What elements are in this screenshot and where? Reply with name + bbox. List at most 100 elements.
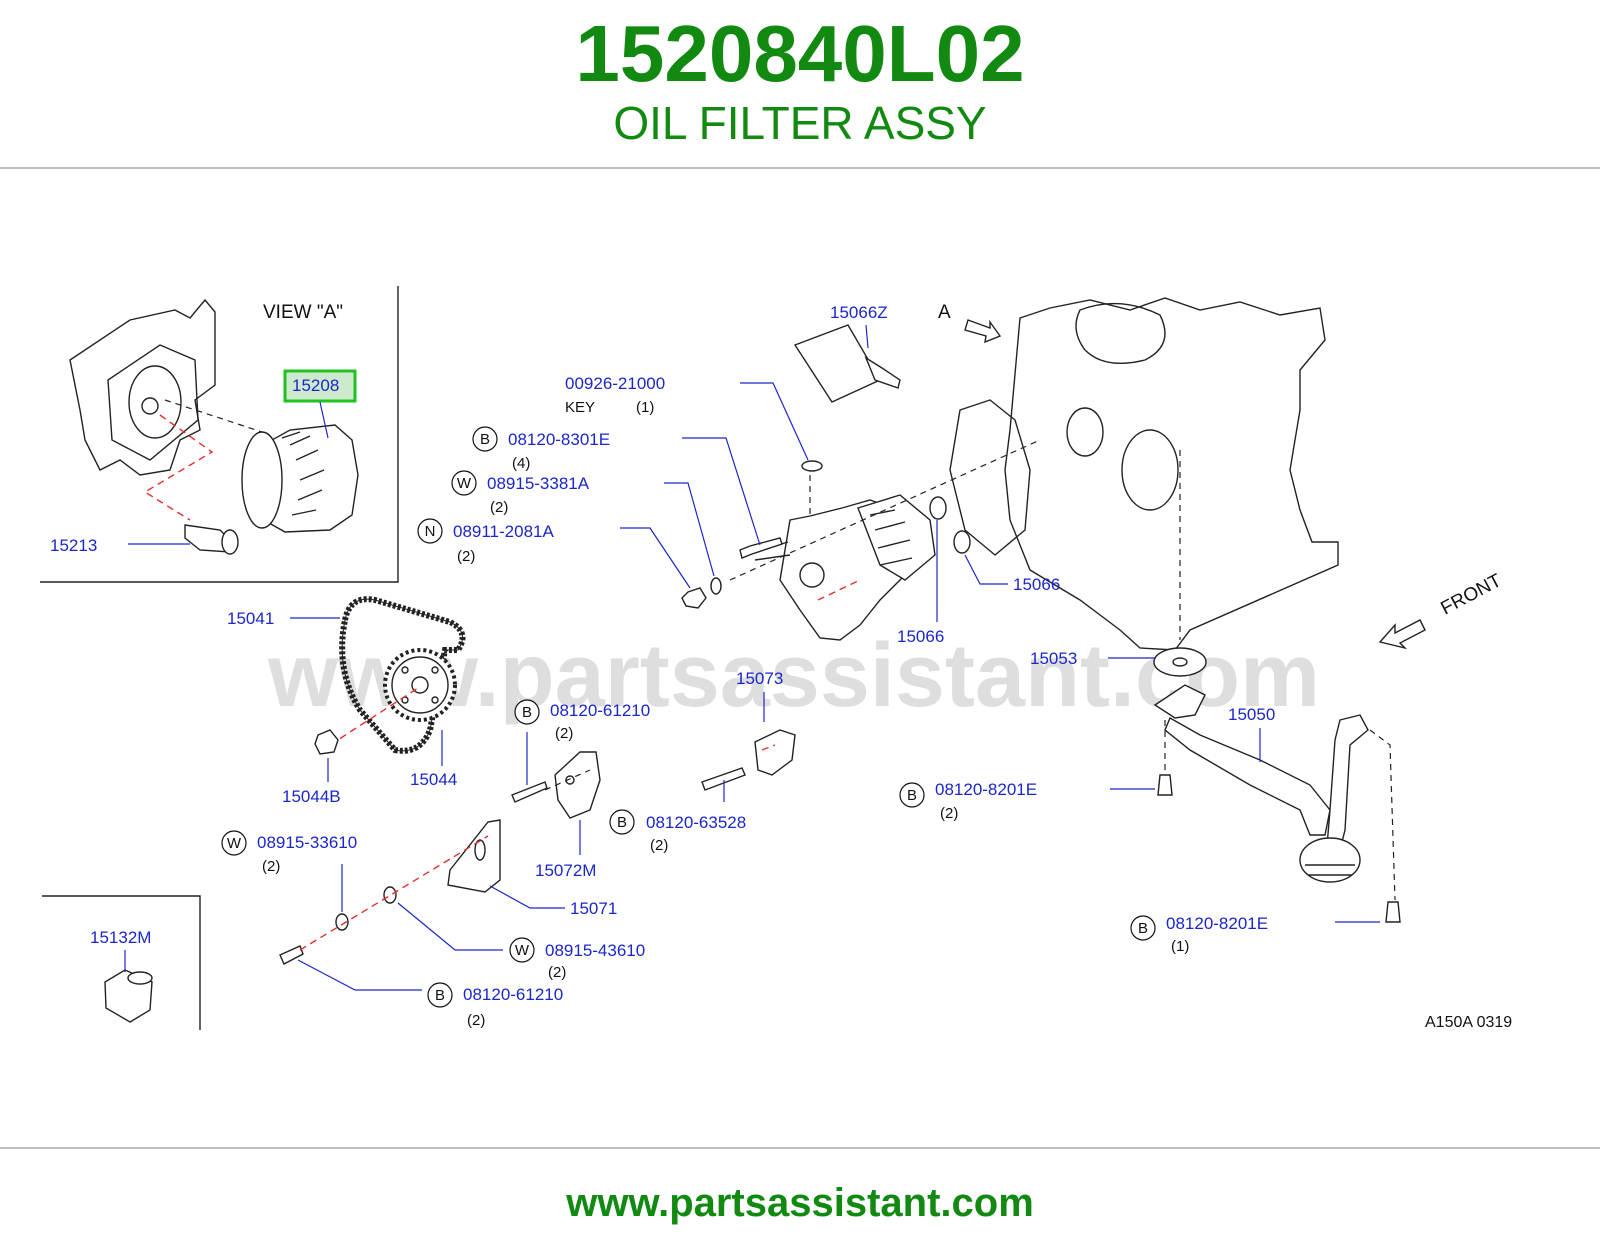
front-cover-plate — [949, 399, 1031, 556]
qty-08915-3381A: (2) — [490, 499, 508, 516]
callout-15053[interactable]: 15053 — [1030, 649, 1077, 668]
oil-filter-15208 — [241, 424, 359, 533]
view-a-arrow-label: A — [938, 302, 951, 323]
plate-15071 — [447, 819, 501, 893]
key-part — [801, 460, 823, 472]
callout-15073[interactable]: 15073 — [736, 669, 783, 688]
callout-08120-61210-b[interactable]: 08120-61210 — [463, 985, 563, 1004]
qty-08120-61210-a: (2) — [555, 725, 573, 742]
bracket-guide-dash — [544, 769, 591, 791]
diagram-code: A150A 0319 — [1425, 1014, 1512, 1031]
bolt-08120-63528 — [701, 767, 746, 791]
footer-url[interactable]: www.partsassistant.com — [566, 1181, 1034, 1225]
badge-b-08120-8301E — [472, 426, 498, 452]
cylinder-block — [1004, 297, 1339, 651]
callout-15132M[interactable]: 15132M — [90, 928, 151, 947]
svg-text:N: N — [425, 523, 436, 540]
nut-15044B — [314, 729, 339, 755]
inset-15132M-frame — [42, 895, 201, 1030]
highlight-box-15208 — [283, 369, 357, 403]
badge-b-08120-61210-a — [514, 699, 540, 725]
callout-15050[interactable]: 15050 — [1228, 705, 1275, 724]
strainer-bolt-guide-b — [1369, 729, 1396, 901]
front-label: FRONT — [1437, 570, 1505, 619]
badge-w-08915-33610 — [221, 830, 247, 856]
qty-08120-8201E-b: (1) — [1171, 938, 1189, 955]
qty-08915-43610: (2) — [548, 964, 566, 981]
badge-n-08911-2081A — [417, 518, 443, 544]
callout-15041[interactable]: 15041 — [227, 609, 274, 628]
block-hole-2 — [1121, 429, 1179, 511]
sprocket-15044 — [383, 648, 457, 722]
callout-08120-61210-a[interactable]: 08120-61210 — [550, 701, 650, 720]
badge-b-08120-63528 — [609, 809, 635, 835]
badge-w-08915-3381A — [451, 470, 477, 496]
callout-15072M[interactable]: 15072M — [535, 861, 596, 880]
o-ring-2 — [953, 530, 971, 554]
callout-08911-2081A[interactable]: 08911-2081A — [453, 522, 554, 541]
qty-08120-63528: (2) — [650, 837, 668, 854]
part-name-subtitle: OIL FILTER ASSY — [613, 97, 987, 149]
callout-15044B[interactable]: 15044B — [282, 787, 341, 806]
inset-frame — [40, 286, 399, 583]
washer-08915-3381A — [710, 577, 722, 595]
svg-text:W: W — [457, 475, 472, 492]
badge-b-08120-8201E-b — [1130, 915, 1156, 941]
nut-08911-2081A — [681, 587, 707, 609]
pump-shaft — [799, 562, 825, 588]
callout-15208[interactable]: 15208 — [292, 376, 339, 395]
view-a-arrow — [964, 319, 1002, 344]
front-arrow: FRONT — [1378, 570, 1505, 650]
callout-08120-8201E-b[interactable]: 08120-8201E — [1166, 914, 1268, 933]
block-bore — [1075, 302, 1166, 365]
callout-08915-33610[interactable]: 08915-33610 — [257, 833, 357, 852]
footer-divider — [0, 1147, 1600, 1149]
badge-b-08120-61210-b — [427, 982, 453, 1008]
svg-text:B: B — [1138, 920, 1148, 937]
svg-text:B: B — [435, 987, 445, 1004]
engine-block: A — [938, 297, 1339, 651]
callout-15044[interactable]: 15044 — [410, 770, 457, 789]
callout-15213[interactable]: 15213 — [50, 536, 97, 555]
callout-15066-a[interactable]: 15066 — [1013, 575, 1060, 594]
gasket-15053 — [1153, 647, 1207, 677]
badge-w-08915-43610 — [509, 937, 535, 963]
bolt-08120-61210-lower — [279, 945, 304, 965]
bracket-15072M — [554, 751, 601, 819]
callout-08120-8201E-a[interactable]: 08120-8201E — [935, 780, 1037, 799]
bolt-08120-8301E — [739, 537, 783, 559]
svg-text:B: B — [480, 431, 490, 448]
callout-08120-8301E[interactable]: 08120-8301E — [508, 430, 610, 449]
pump-gear-detail — [869, 509, 913, 566]
pump-guide-dash — [729, 439, 1041, 581]
view-a-label: VIEW "A" — [263, 302, 343, 323]
svg-text:B: B — [907, 787, 917, 804]
svg-text:W: W — [227, 835, 242, 852]
qty-00926-21000: (1) — [636, 399, 654, 416]
callout-15071[interactable]: 15071 — [570, 899, 617, 918]
washer-08915-33610 — [335, 913, 349, 931]
svg-text:B: B — [617, 814, 627, 831]
filter-red-dash — [143, 414, 214, 521]
qty-08915-33610: (2) — [262, 858, 280, 875]
pump-red-dash — [817, 579, 861, 601]
part-number-title: 1520840L02 — [575, 9, 1025, 98]
filter-seat — [128, 365, 182, 439]
o-ring-1 — [929, 496, 947, 520]
oil-pump-assembly — [729, 439, 1041, 641]
engine-side-outline — [69, 298, 216, 476]
key-note: KEY — [565, 399, 595, 416]
sprocket-red-dash — [329, 687, 419, 746]
callout-15066Z[interactable]: 15066Z — [830, 303, 888, 322]
callout-15066-b[interactable]: 15066 — [897, 627, 944, 646]
bolt-08120-8201E-b — [1385, 901, 1401, 923]
qty-08120-8201E-a: (2) — [940, 805, 958, 822]
callout-08120-63528[interactable]: 08120-63528 — [646, 813, 746, 832]
inset-15132M — [42, 895, 201, 1030]
callout-08915-43610[interactable]: 08915-43610 — [545, 941, 645, 960]
callout-00926-21000[interactable]: 00926-21000 — [565, 374, 665, 393]
block-hole-1 — [1066, 407, 1104, 457]
bolt-08120-8201E-a — [1157, 774, 1173, 796]
view-a-inset: VIEW "A" 15208 15213 — [40, 286, 399, 583]
callout-08915-3381A[interactable]: 08915-3381A — [487, 474, 590, 493]
